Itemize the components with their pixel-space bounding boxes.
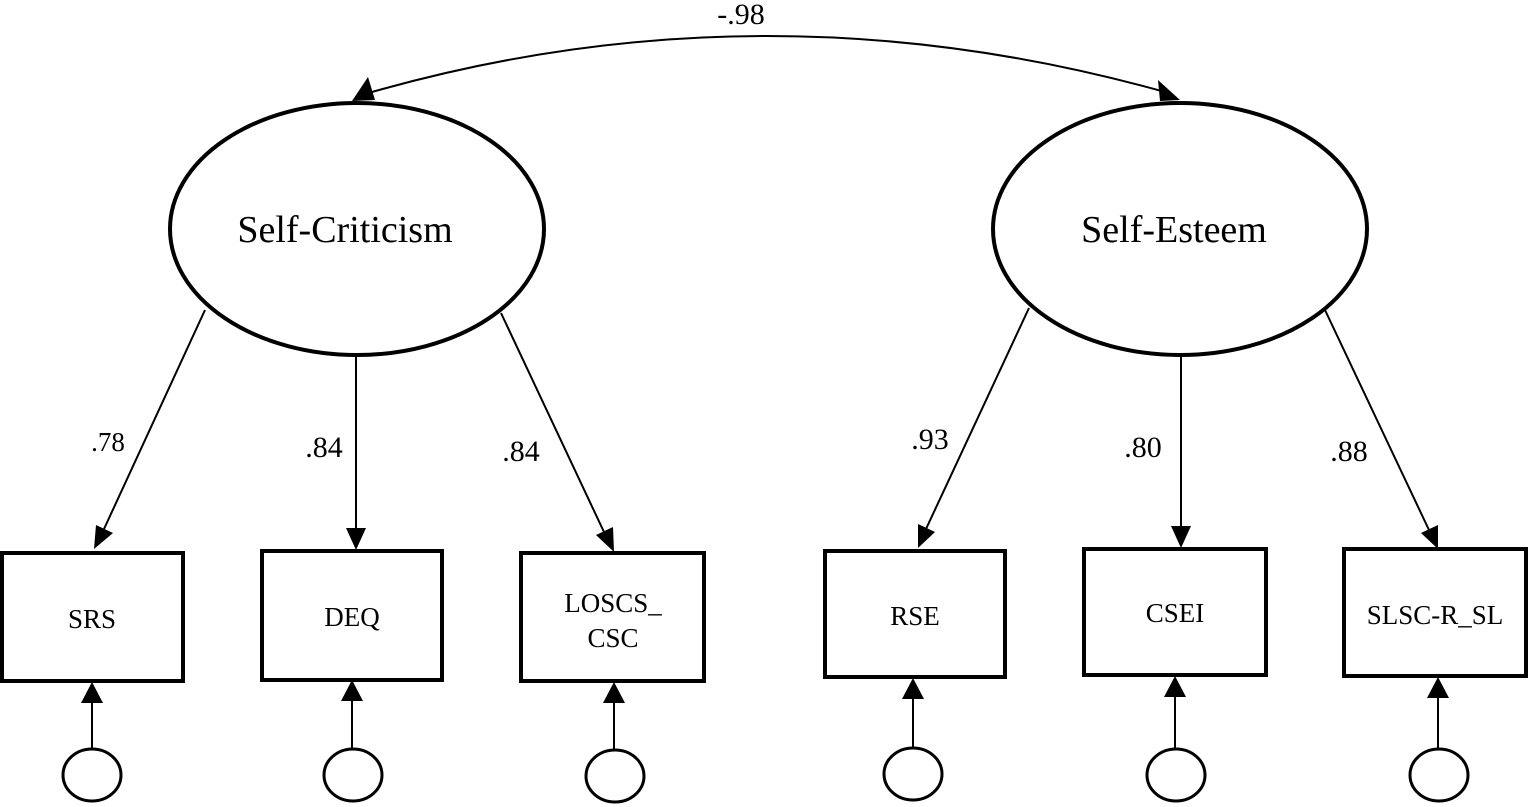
error-term-deq [322, 680, 384, 803]
observed-rse: RSE [823, 549, 1007, 679]
observed-deq: DEQ [260, 549, 444, 682]
latent-label-self-criticism: Self-Criticism [237, 209, 452, 251]
observed-srs: SRS [0, 551, 185, 683]
error-term-slsc-r-sl [1408, 677, 1470, 803]
loading-arrows [94, 307, 1438, 552]
loading-label-rse: .93 [911, 423, 949, 456]
observed-label-loscs-csc-line1: LOSCS_ [564, 588, 662, 618]
arrowhead-loscs [596, 527, 614, 552]
latent-self-criticism: Self-Criticism [168, 101, 546, 357]
error-term-loscs-csc [584, 682, 646, 804]
observed-label-rse: RSE [890, 601, 940, 631]
arrowhead-csei [1171, 526, 1191, 548]
loading-label-csei: .80 [1124, 431, 1162, 464]
loading-label-loscs-csc: .84 [502, 435, 540, 468]
latent-self-esteem: Self-Esteem [991, 101, 1369, 357]
error-term-rse [882, 678, 944, 802]
observed-csei: CSEI [1082, 547, 1268, 677]
arrowhead-deq [346, 528, 366, 550]
arrowhead-rse [918, 524, 935, 548]
observed-label-slsc-r-sl: SLSC-R_SL [1367, 600, 1504, 630]
loading-label-slsc-r-sl: .88 [1330, 435, 1368, 468]
error-term-csei [1145, 676, 1207, 803]
arrowhead-srs [94, 525, 113, 549]
loading-label-srs: .78 [91, 427, 125, 457]
observed-label-loscs-csc-line2: CSC [587, 623, 638, 653]
observed-label-srs: SRS [68, 604, 116, 634]
covariance-arrow [352, 35, 1180, 101]
loading-label-deq: .84 [305, 431, 343, 464]
observed-slsc-r-sl: SLSC-R_SL [1342, 547, 1528, 678]
arrowhead-slsc [1421, 525, 1438, 549]
observed-label-csei: CSEI [1146, 598, 1205, 628]
latent-label-self-esteem: Self-Esteem [1081, 209, 1267, 251]
error-term-srs [61, 682, 123, 803]
covariance-label: -.98 [717, 0, 765, 31]
observed-loscs-csc: LOSCS_ CSC [519, 551, 706, 683]
observed-label-deq: DEQ [324, 602, 380, 632]
